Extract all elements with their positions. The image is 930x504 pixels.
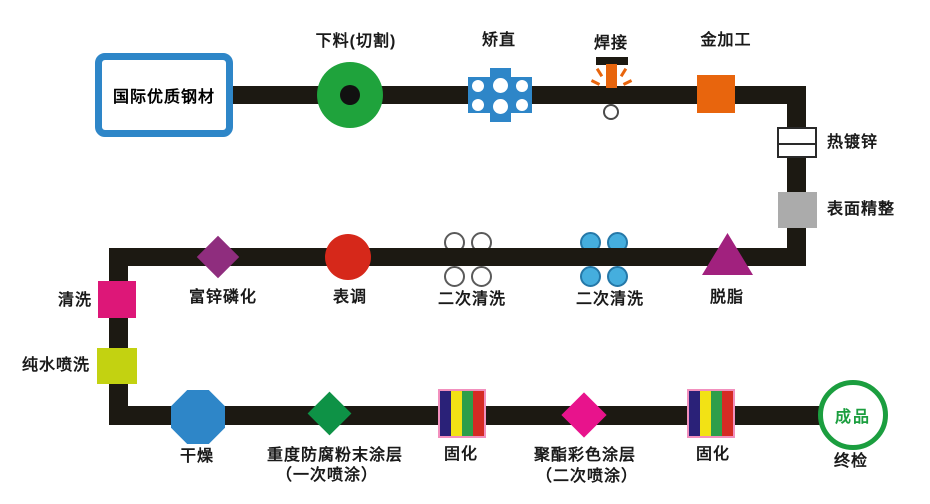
- welding-spark-icon: [590, 79, 601, 86]
- surface-conditioning-circle-icon: [325, 234, 371, 280]
- finished-product-badge: 成品: [834, 409, 871, 426]
- finished-product-circle: 成品: [818, 380, 888, 450]
- machining-label: 金加工: [700, 32, 752, 49]
- cutting-wheel-hole: [340, 85, 360, 105]
- rinse-bubble-icon: [580, 266, 601, 287]
- straightening-label: 矫直: [481, 32, 516, 49]
- rinse-bubble-icon: [444, 266, 465, 287]
- second-rinse-white-label: 二次清洗: [437, 291, 506, 308]
- welding-label: 焊接: [593, 35, 628, 52]
- phosphating-diamond-icon: [196, 235, 240, 279]
- second-rinse-blue-label: 二次清洗: [575, 291, 644, 308]
- machining-block-icon: [697, 75, 735, 113]
- polyester-coating-diamond-icon: [561, 392, 607, 438]
- source-steel-label: 国际优质钢材: [112, 89, 215, 106]
- surface-finishing-label: 表面精整: [827, 201, 896, 218]
- polyester-coating-label: 聚酯彩色涂层: [533, 447, 636, 464]
- rinse-bubble-icon: [471, 266, 492, 287]
- rinsing-label: 清洗: [57, 292, 92, 309]
- phosphating-label: 富锌磷化: [188, 289, 257, 306]
- curing-oven-icon: [687, 389, 735, 438]
- drying-label: 干燥: [179, 448, 214, 465]
- flow-line-left-vertical: [109, 248, 128, 425]
- source-steel-box: 国际优质钢材: [95, 53, 233, 137]
- powder-coating-label: 重度防腐粉末涂层: [266, 447, 403, 464]
- rinsing-block-icon: [98, 281, 136, 318]
- welding-spark-icon: [622, 79, 633, 86]
- cutting-label: 下料(切割): [315, 33, 397, 50]
- powder-coating-sublabel: （一次喷涂）: [275, 467, 378, 484]
- curing-2-label: 固化: [695, 446, 730, 463]
- flow-line-right-vertical: [787, 86, 806, 266]
- flow-line-middle: [109, 248, 806, 266]
- polyester-coating-sublabel: （二次喷涂）: [535, 468, 638, 485]
- powder-coating-diamond-icon: [307, 391, 352, 436]
- final-inspection-label: 终检: [833, 453, 868, 470]
- welding-drop-icon: [603, 104, 619, 120]
- welding-spark-icon: [619, 67, 628, 78]
- degreasing-label: 脱脂: [709, 289, 744, 306]
- rinse-bubble-icon: [607, 266, 628, 287]
- pure-water-label: 纯水喷洗: [21, 357, 90, 374]
- cutting-wheel-icon: [317, 62, 383, 128]
- galvanizing-tank-icon: [777, 127, 817, 158]
- curing-1-label: 固化: [443, 446, 478, 463]
- straightening-machine-icon: [468, 68, 532, 122]
- surface-finishing-block-icon: [778, 192, 817, 228]
- pure-water-block-icon: [97, 348, 137, 384]
- welding-spark-icon: [595, 67, 604, 78]
- galvanizing-label: 热镀锌: [827, 134, 879, 151]
- welding-torch-stem-icon: [606, 64, 617, 88]
- welding-torch-bar-icon: [596, 57, 628, 65]
- drying-octagon-icon: [171, 390, 225, 444]
- curing-oven-icon: [438, 389, 486, 438]
- surface-conditioning-label: 表调: [332, 289, 367, 306]
